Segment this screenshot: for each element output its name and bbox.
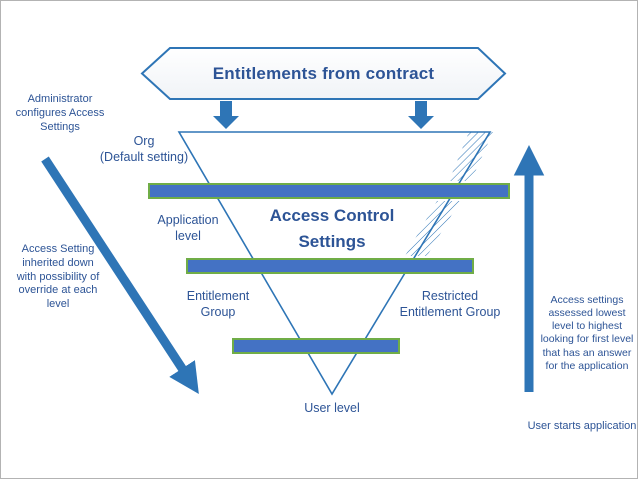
down-arrow-icon [213,101,239,129]
banner-hexagon [140,47,507,100]
group-level-bar [232,338,400,354]
down-arrow-icon [408,101,434,129]
diagonal-down-arrow-icon [41,156,199,395]
org-level-bar [148,183,510,199]
application-level-bar [186,258,474,274]
